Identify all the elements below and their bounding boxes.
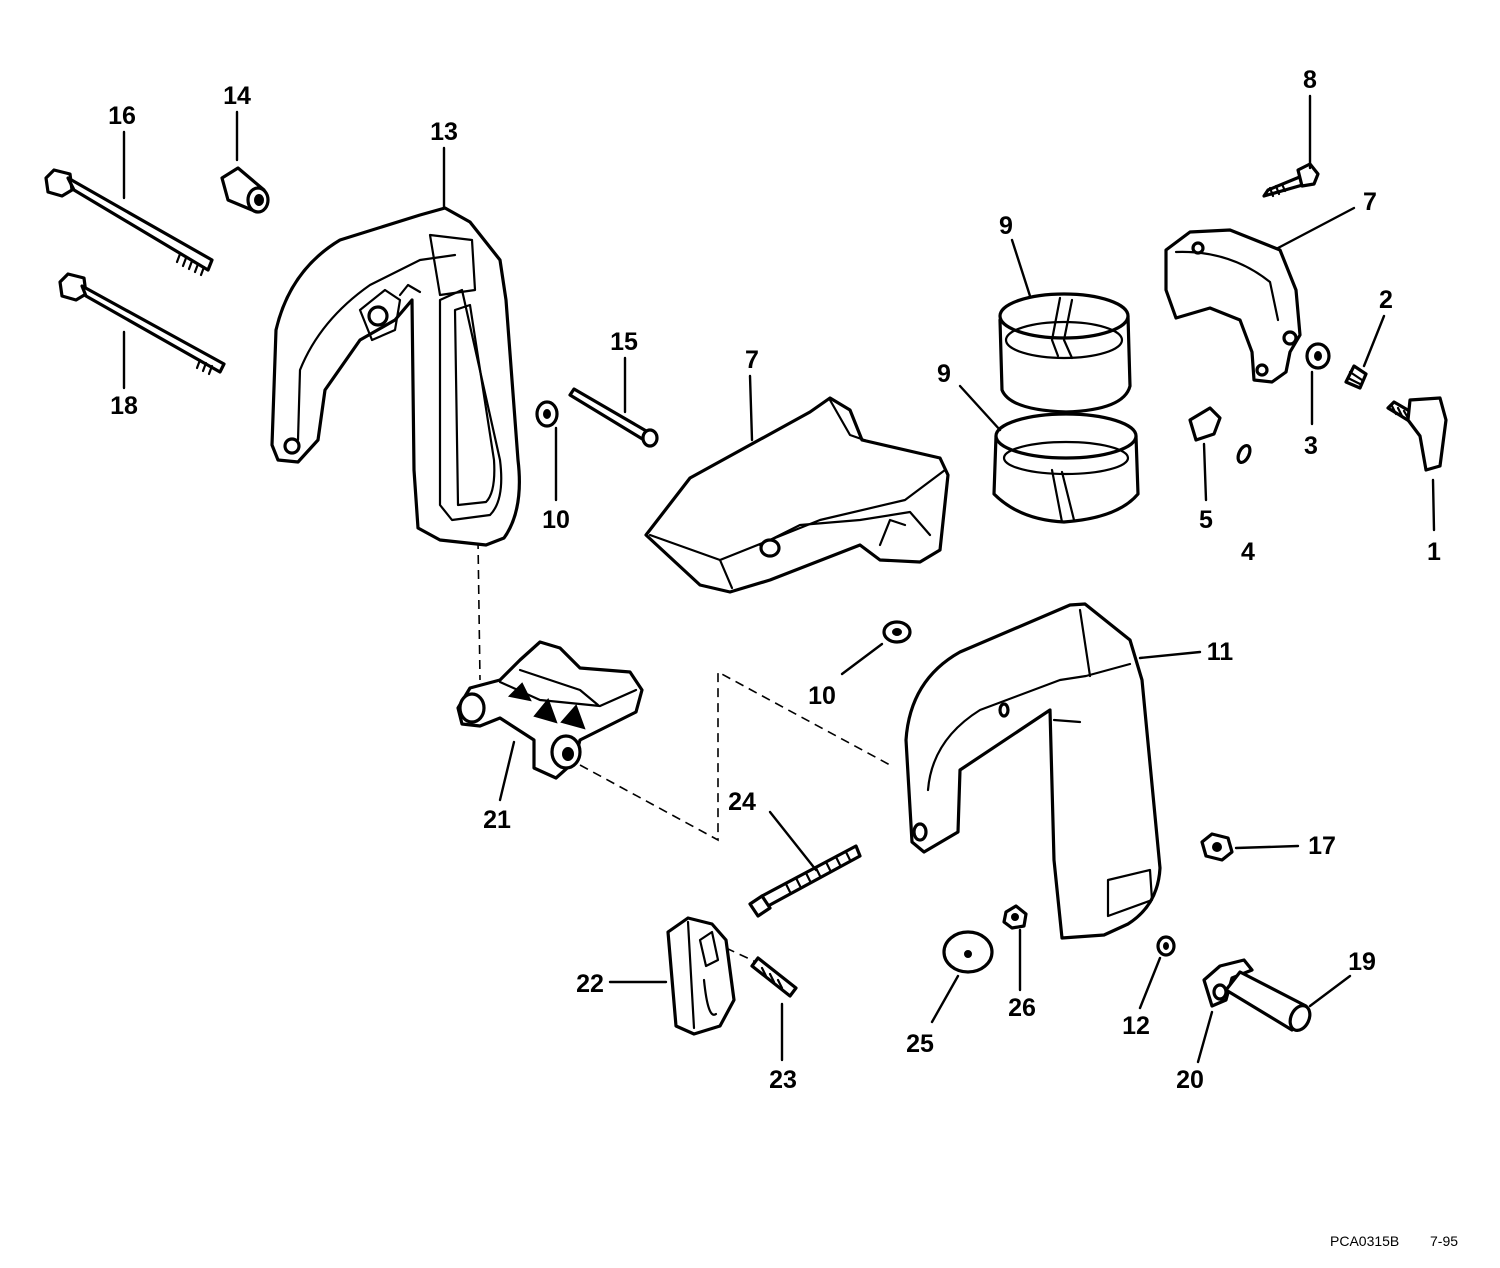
callout-16: 16: [108, 102, 136, 130]
callout-4: 4: [1241, 538, 1255, 566]
callout-19: 19: [1348, 948, 1376, 976]
callout-7-clamp: 7: [1363, 188, 1377, 216]
callout-24: 24: [728, 788, 756, 816]
callout-10-lower: 10: [808, 682, 836, 710]
part-1-thumb-screw: [1386, 396, 1448, 472]
part-24-screw: [748, 844, 862, 918]
callout-13: 13: [430, 118, 458, 146]
part-5-key: [1188, 406, 1222, 442]
callout-14: 14: [223, 82, 251, 110]
callout-23: 23: [769, 1066, 797, 1094]
callout-1: 1: [1427, 538, 1441, 566]
drawing-date: 7-95: [1430, 1233, 1458, 1249]
callout-15: 15: [610, 328, 638, 356]
part-18-long-bolt: [58, 272, 226, 376]
part-9-upper-bushing: [998, 292, 1132, 414]
part-26-nut: [1002, 904, 1028, 930]
callout-22: 22: [576, 970, 604, 998]
callout-18: 18: [110, 392, 138, 420]
callout-17: 17: [1308, 832, 1336, 860]
callout-25: 25: [906, 1030, 934, 1058]
leader-lines: [122, 94, 1436, 1064]
callout-5: 5: [1199, 506, 1213, 534]
callout-21: 21: [483, 806, 511, 834]
callout-12: 12: [1122, 1012, 1150, 1040]
part-10-washer-upper: [535, 400, 559, 428]
part-15-pin: [568, 387, 659, 448]
part-12-small-washer: [1156, 935, 1176, 957]
part-22-cam-lever: [666, 916, 736, 1036]
part-8-screw: [1262, 162, 1320, 198]
part-3-washer: [1305, 342, 1331, 370]
part-4-o-ring: [1236, 443, 1252, 465]
part-13-swivel-bracket: [270, 206, 521, 547]
part-11-stern-bracket: [904, 602, 1162, 940]
callout-20: 20: [1176, 1066, 1204, 1094]
part-17-nut: [1200, 832, 1234, 862]
part-23-pin: [750, 956, 798, 998]
part-16-long-bolt: [44, 168, 214, 277]
callout-3: 3: [1304, 432, 1318, 460]
drawing-reference: PCA0315B 7-95: [1330, 1233, 1458, 1249]
callout-2: 2: [1379, 286, 1393, 314]
callout-9-lower: 9: [937, 360, 951, 388]
part-9-lower-bushing: [992, 412, 1140, 524]
part-2-set-screw: [1344, 364, 1368, 390]
callout-11: 11: [1207, 638, 1234, 666]
callout-7-center: 7: [745, 346, 759, 374]
part-7-bracket-block: [644, 396, 950, 594]
callout-8: 8: [1303, 66, 1317, 94]
callout-9-upper: 9: [999, 212, 1013, 240]
callout-26: 26: [1008, 994, 1036, 1022]
callout-labels: 1 2 3 4 5 7 7 8 9 9 10 10 11 12 13 14 15…: [108, 66, 1441, 1094]
part-19-sleeve: [1224, 970, 1312, 1032]
part-7-clamp: [1164, 228, 1302, 384]
callout-10-upper: 10: [542, 506, 570, 534]
part-25-disc: [942, 930, 994, 974]
drawing-code: PCA0315B: [1330, 1233, 1399, 1249]
part-21-tilt-support: [456, 640, 644, 780]
assembly-dashed-lines: [477, 539, 891, 842]
part-14-grommet: [220, 166, 270, 214]
part-10-washer-lower: [882, 620, 912, 644]
